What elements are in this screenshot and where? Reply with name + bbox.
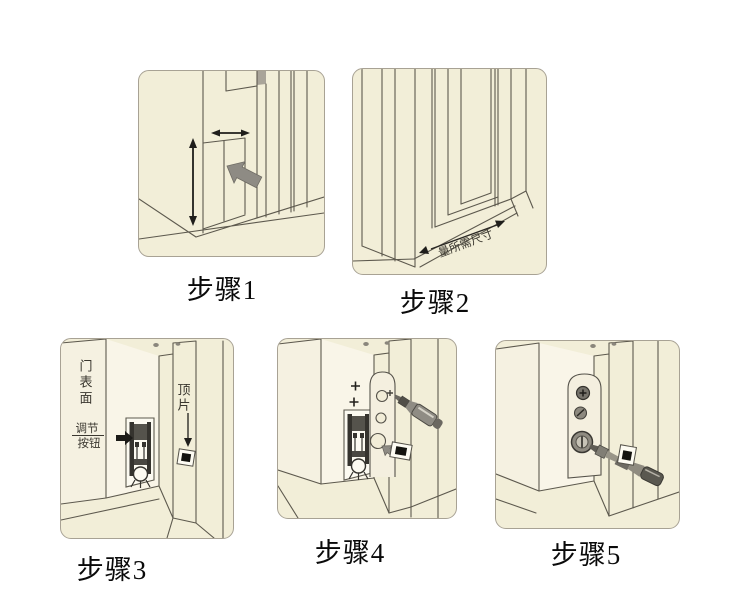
step2-label: 步骤2 xyxy=(399,288,471,318)
step2-drawing: 量所需尺寸 xyxy=(353,69,534,268)
insert-block-arrow-icon xyxy=(226,161,263,189)
door-bottom-lines xyxy=(353,69,534,268)
step5-panel xyxy=(495,340,680,529)
screw-hole xyxy=(375,412,387,424)
step3-label: 步骤3 xyxy=(76,555,148,585)
step3-drawing: 门表面 调节 按钮 顶片 xyxy=(61,339,224,538)
step5-drawing xyxy=(496,341,679,517)
step3-panel: 门表面 调节 按钮 顶片 xyxy=(60,338,234,539)
door-section-lines xyxy=(61,339,224,538)
door-jamb-dark-strip xyxy=(257,71,266,85)
screw-dot xyxy=(590,344,596,348)
screw-head-icon xyxy=(575,385,591,401)
door-surface-label: 门表面 xyxy=(78,359,93,407)
screw-head-icon xyxy=(573,406,588,420)
width-measure-arrow-icon xyxy=(211,129,250,137)
measure-length-arrow-icon xyxy=(419,220,505,254)
step1-drawing xyxy=(139,71,324,240)
step4-panel xyxy=(277,338,457,519)
screw-icon xyxy=(387,390,393,396)
door-section-lines xyxy=(496,341,679,517)
adjust-button-arrow-icon xyxy=(116,431,133,445)
top-piece-down-arrow-icon xyxy=(184,413,192,447)
screw-dot xyxy=(611,342,617,346)
height-measure-arrow-icon xyxy=(189,138,197,226)
adjust-label-line1: 调节 xyxy=(76,422,99,435)
door-front-face xyxy=(278,339,321,484)
screwdriver-icon xyxy=(394,394,443,429)
door-seal-device xyxy=(343,409,373,481)
mounting-plate xyxy=(567,373,602,479)
door-front-face xyxy=(61,339,106,504)
screw-dot xyxy=(363,342,369,346)
step4-drawing xyxy=(278,339,456,518)
mounting-plate xyxy=(369,371,396,477)
door-front-face xyxy=(496,343,539,491)
screw-plus-marker-icon xyxy=(349,381,360,407)
strike-plate xyxy=(389,441,413,461)
step4-label: 步骤4 xyxy=(314,538,386,568)
screw-dot xyxy=(175,342,181,346)
screw-dot xyxy=(153,343,159,347)
step5-label: 步骤5 xyxy=(550,540,622,570)
top-piece-label: 顶片 xyxy=(176,383,191,413)
door-frame-lines xyxy=(139,71,324,240)
screw-dot xyxy=(384,341,390,345)
strike-plate xyxy=(616,444,638,466)
strike-plate xyxy=(176,448,196,467)
step1-panel xyxy=(138,70,325,257)
adjust-label-line2: 按钮 xyxy=(78,436,101,450)
adjust-hole xyxy=(369,432,387,450)
screw-hole xyxy=(375,389,389,403)
door-seal-device xyxy=(125,417,155,488)
step2-panel: 量所需尺寸 xyxy=(352,68,547,275)
step1-label: 步骤1 xyxy=(186,275,258,305)
adjustment-dial-icon xyxy=(570,430,594,454)
